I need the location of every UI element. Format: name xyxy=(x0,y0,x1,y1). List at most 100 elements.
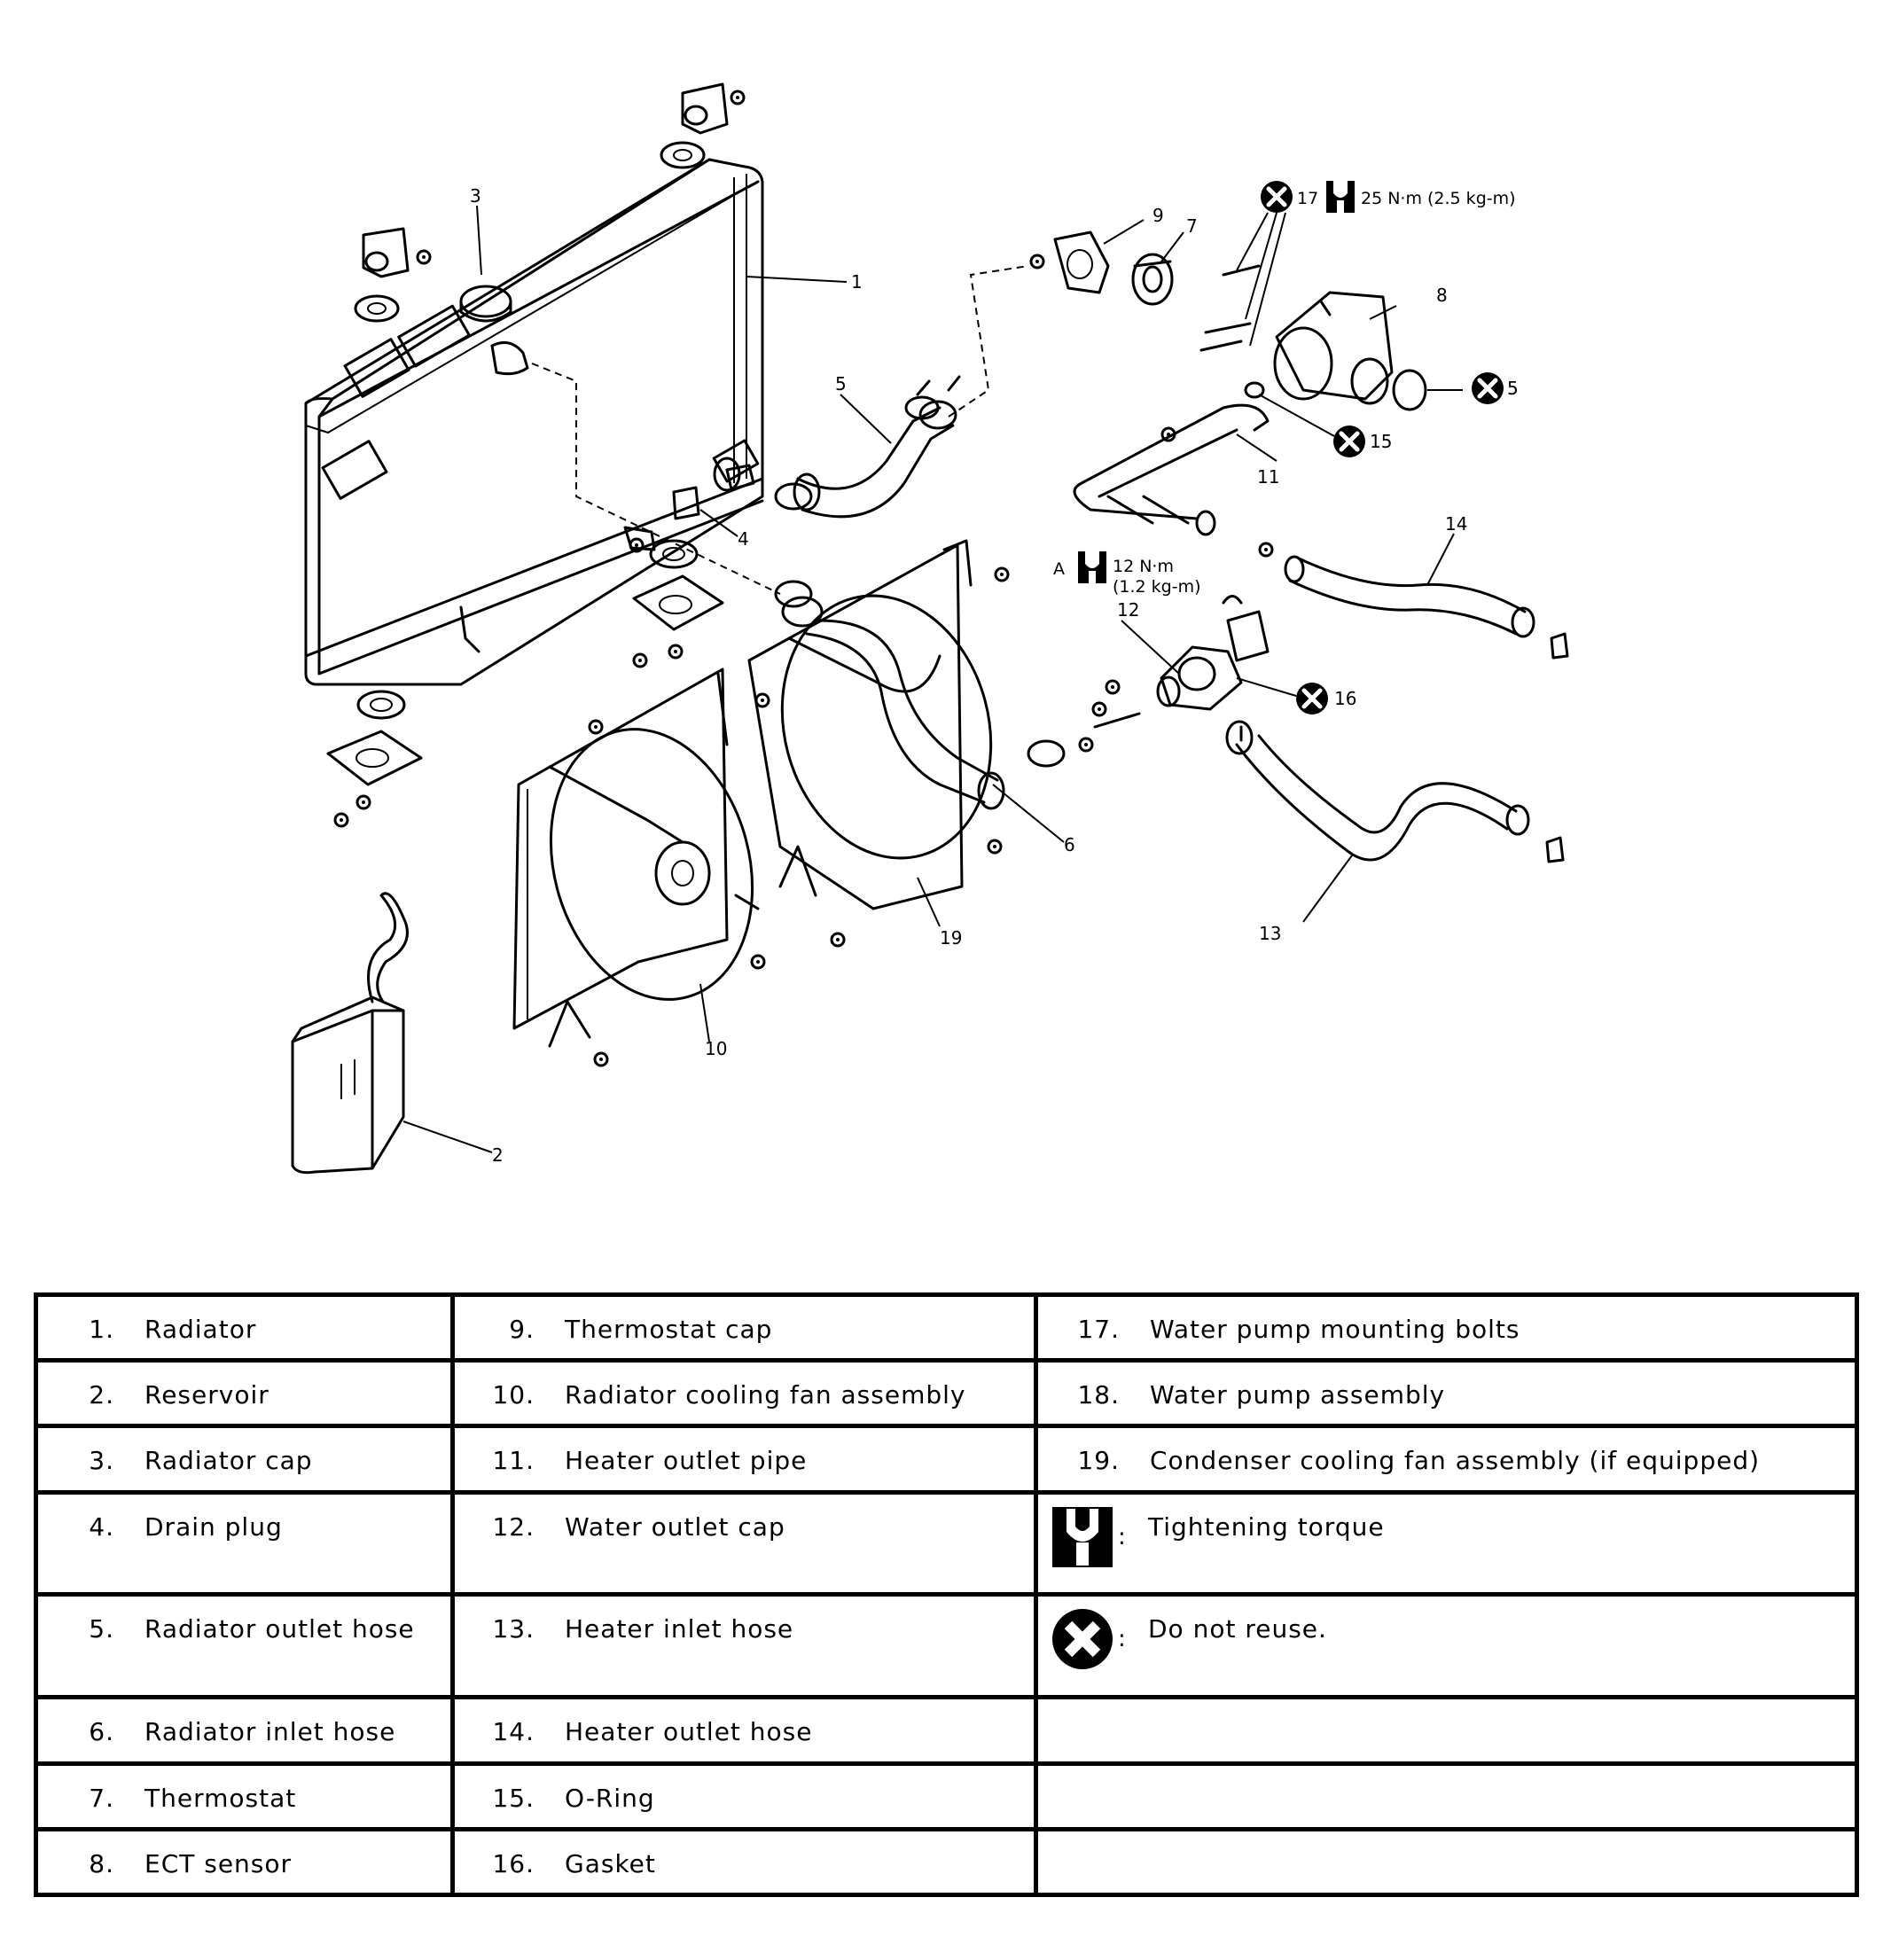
outlet-cap-spec: A 12 N·m (1.2 kg-m) xyxy=(1053,551,1201,597)
parts-legend-table: 1. Radiator 9. Thermostat cap 17. Water pum… xyxy=(34,1292,1859,1898)
symbol-meaning: Do not reuse. xyxy=(1148,1614,1327,1644)
radiator xyxy=(304,158,764,686)
do-not-reuse-icon xyxy=(1261,181,1293,213)
legend-cell: 1. Radiator xyxy=(34,1292,455,1363)
table-row: 3.Radiator cap 11.Heater outlet pipe 19.… xyxy=(34,1424,1859,1495)
part-number: 3. xyxy=(89,1446,114,1476)
callout-2: 2 xyxy=(492,1144,504,1166)
condenser-fan-assembly xyxy=(747,539,1010,948)
part-name: Water pump assembly xyxy=(1150,1380,1446,1410)
callout-8: 8 xyxy=(1436,285,1448,306)
part-number: 2. xyxy=(89,1380,114,1410)
legend-cell: 12.Water outlet cap xyxy=(450,1489,1038,1597)
legend-cell: 9. Thermostat cap xyxy=(450,1292,1038,1363)
lower-bracket-left xyxy=(326,690,423,828)
outlet-cap-ref: A xyxy=(1053,559,1065,579)
part-number: 12. xyxy=(492,1511,535,1542)
tightening-torque-icon xyxy=(1078,551,1106,583)
part-name: ECT sensor xyxy=(145,1848,293,1878)
water-pump-assembly xyxy=(1273,291,1394,405)
pump-bolt-spec: 17 25 N·m (2.5 kg-m) xyxy=(1261,181,1516,213)
upper-bracket-left xyxy=(354,227,432,323)
legend-cell: 2.Reservoir xyxy=(34,1358,455,1429)
callout-15: 15 xyxy=(1370,431,1392,452)
outlet-cap-torque-1: 12 N·m xyxy=(1113,557,1174,576)
part-number: 11. xyxy=(492,1446,535,1476)
part-number: 1. xyxy=(89,1315,114,1344)
callout-14: 14 xyxy=(1445,513,1467,535)
part-name: Radiator xyxy=(145,1315,257,1344)
part-name: Heater inlet hose xyxy=(565,1614,794,1644)
exploded-view-svg: 1 2 3 4 5 6 7 8 9 10 11 12 13 14 15 16 5… xyxy=(291,82,1569,1175)
radiator-inlet-hose xyxy=(781,596,1005,810)
cooling-system-diagram: 1 2 3 4 5 6 7 8 9 10 11 12 13 14 15 16 5… xyxy=(291,82,1569,1175)
legend-cell: 5. Radiator outlet hose xyxy=(34,1592,455,1700)
part-name: Radiator cap xyxy=(145,1446,313,1476)
legend-cell: : Do not reuse. xyxy=(1034,1592,1859,1700)
pump-bolt-ref: 17 xyxy=(1297,189,1318,208)
heater-outlet-pipe xyxy=(1073,403,1270,536)
legend-cell: 7. Thermostat xyxy=(34,1761,455,1831)
legend-cell: 18. Water pump assembly xyxy=(1034,1358,1859,1429)
callout-1: 1 xyxy=(851,271,863,293)
upper-bracket-right xyxy=(660,82,746,169)
leader-lines xyxy=(402,205,1463,1153)
radiator-upper-outlet xyxy=(490,340,529,376)
do-not-reuse-icon xyxy=(1472,372,1504,404)
water-pump-mounting-bolts xyxy=(1199,212,1286,352)
tightening-torque-icon xyxy=(1326,181,1355,213)
callout-12: 12 xyxy=(1117,599,1139,621)
part-name: O-Ring xyxy=(565,1783,655,1813)
part-number: 15. xyxy=(492,1783,535,1813)
legend-cell: 10.Radiator cooling fan assembly xyxy=(450,1358,1038,1429)
part-number: 17. xyxy=(1077,1315,1120,1344)
callout-5: 5 xyxy=(835,373,847,394)
callout-13: 13 xyxy=(1259,923,1281,944)
reservoir xyxy=(291,892,409,1175)
part-name: Drain plug xyxy=(145,1511,283,1542)
part-name: Heater outlet hose xyxy=(565,1717,813,1747)
symbol-meaning: Tightening torque xyxy=(1148,1511,1385,1542)
thermostat xyxy=(1131,253,1174,306)
thermostat-cap xyxy=(1029,230,1110,294)
table-row: 5. Radiator outlet hose 13. Heater inlet h… xyxy=(34,1592,1859,1700)
legend-cell: 3. Radiator cap xyxy=(34,1424,455,1495)
legend-cell: 13. Heater inlet hose xyxy=(450,1592,1038,1700)
part-number: 13. xyxy=(492,1614,535,1644)
table-row: 8.ECT sensor 16.Gasket xyxy=(34,1826,1859,1898)
callout-6: 6 xyxy=(1064,834,1075,855)
legend-cell-empty xyxy=(1034,1695,1859,1766)
part-name: Thermostat xyxy=(145,1783,297,1813)
callout-9: 9 xyxy=(1152,205,1164,226)
legend-cell-empty xyxy=(1034,1826,1859,1898)
part-name: Thermostat cap xyxy=(565,1315,773,1344)
radiator-outlet-hose xyxy=(713,375,961,519)
hose-clamp xyxy=(774,395,1066,768)
callout-7: 7 xyxy=(1186,215,1198,237)
inlet-route-line xyxy=(531,363,781,595)
legend-colon: : xyxy=(1118,1626,1126,1653)
legend-cell: 16.Gasket xyxy=(450,1826,1038,1898)
part-name: Radiator outlet hose xyxy=(145,1614,415,1644)
callout-11: 11 xyxy=(1257,466,1279,488)
part-number: 18. xyxy=(1077,1380,1120,1410)
legend-symbol: : xyxy=(1038,1607,1148,1671)
hose-route-line xyxy=(948,265,1029,418)
legend-cell: 19.Condenser cooling fan assembly (if eq… xyxy=(1034,1424,1859,1495)
table-row: 7. Thermostat 15. O-Ring xyxy=(34,1761,1859,1831)
callout-18: 5 xyxy=(1507,378,1519,399)
part-number: 5. xyxy=(89,1614,114,1644)
legend-colon: : xyxy=(1118,1523,1126,1550)
table-row: 6.Radiator inlet hose 14.Heater outlet h… xyxy=(34,1695,1859,1766)
part-number: 6. xyxy=(89,1717,114,1747)
part-name: Radiator cooling fan assembly xyxy=(565,1380,966,1410)
do-not-reuse-icon xyxy=(1333,426,1365,457)
part-number: 9. xyxy=(509,1315,535,1344)
part-name: Gasket xyxy=(565,1848,656,1878)
tightening-torque-icon xyxy=(1052,1506,1113,1567)
part-number: 7. xyxy=(89,1783,114,1813)
legend-cell: 14.Heater outlet hose xyxy=(450,1695,1038,1766)
callout-10: 10 xyxy=(705,1038,727,1059)
part-name: Condenser cooling fan assembly (if equip… xyxy=(1150,1446,1761,1476)
callout-3: 3 xyxy=(470,185,481,207)
